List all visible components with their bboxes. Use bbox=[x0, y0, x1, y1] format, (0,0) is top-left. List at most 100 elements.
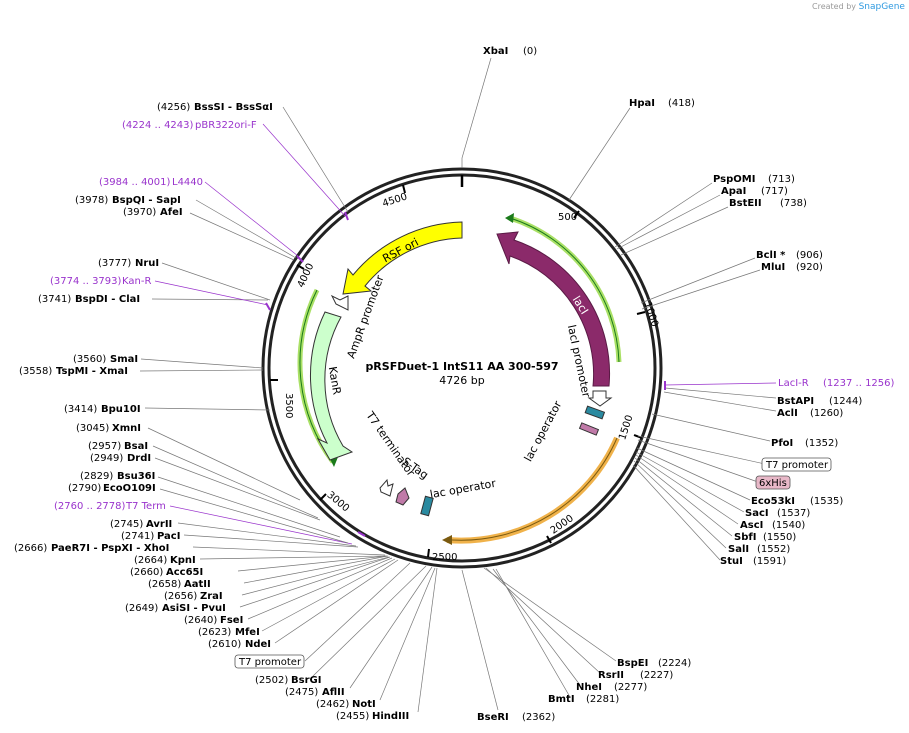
site-ecoo109i-pos: (2790) bbox=[68, 483, 101, 494]
site-xbai: XbaI bbox=[483, 46, 508, 57]
tick-label-1500: 1500 bbox=[617, 414, 635, 442]
site-bsrgi: BsrGI bbox=[291, 675, 321, 686]
site-afei-pos: (3970) bbox=[123, 207, 156, 218]
plasmid-length: 4726 bp bbox=[439, 374, 484, 387]
site-hindiii-pos: (2455) bbox=[336, 711, 369, 722]
site-kpni-pos: (2664) bbox=[134, 555, 167, 566]
site-fsei-pos: (2640) bbox=[184, 615, 217, 626]
site-apai-pos: (717) bbox=[761, 186, 788, 197]
site-smai-pos: (3560) bbox=[73, 354, 106, 365]
site-bspqi-sapi: BspQI - SapI bbox=[112, 195, 181, 206]
site-paer7i-pspxi-xhoi: PaeR7I - PspXI - XhoI bbox=[51, 543, 169, 554]
site-ndei-pos: (2610) bbox=[208, 639, 241, 650]
site-acc65i: Acc65I bbox=[166, 567, 203, 578]
site-bspei-pos: (2224) bbox=[658, 658, 691, 669]
site-asci: AscI bbox=[740, 520, 763, 531]
site-bsssi: BssSI - BssSαI bbox=[194, 102, 273, 113]
site-drdi: DrdI bbox=[127, 453, 151, 464]
site-zrai: ZraI bbox=[200, 591, 223, 602]
site-mfei-pos: (2623) bbox=[198, 627, 231, 638]
snapgene-logo: SnapGene bbox=[858, 2, 905, 12]
site-apai: ApaI bbox=[721, 186, 746, 197]
site-bpu10i: Bpu10I bbox=[101, 404, 141, 415]
primer-l4440-pos: (3984 .. 4001) bbox=[99, 177, 171, 188]
site-asisi-pvui: AsiSI - PvuI bbox=[162, 603, 226, 614]
left-site-labels: HindIII (2455) NotI (2462) AflII (2475) … bbox=[14, 102, 409, 722]
tick-label-3500: 3500 bbox=[283, 393, 294, 418]
site-fsei: FseI bbox=[220, 615, 243, 626]
site-bmti: BmtI bbox=[548, 694, 575, 705]
primer-kan-r-pos: (3774 .. 3793) bbox=[50, 276, 122, 287]
t7-terminator-arrow bbox=[379, 478, 394, 497]
lac-operator-left bbox=[420, 495, 434, 517]
site-paci: PacI bbox=[157, 531, 180, 542]
site-bspei: BspEI bbox=[617, 658, 648, 669]
site-bspdi-pos: (3741) bbox=[38, 294, 71, 305]
site-nrui-pos: (3777) bbox=[98, 258, 131, 269]
site-bpu10i-pos: (3414) bbox=[64, 404, 97, 415]
primer-t7-term-pos: (2760 .. 2778) bbox=[54, 501, 126, 512]
site-bcli: BclI * bbox=[756, 250, 786, 261]
site-sali: SalI bbox=[728, 544, 749, 555]
features: lacI lacI promoter lac operator RSF ori … bbox=[297, 213, 622, 545]
site-bsai-pos: (2957) bbox=[88, 441, 121, 452]
left-connectors bbox=[139, 106, 438, 713]
site-rsrii-pos: (2227) bbox=[640, 670, 673, 681]
primer-markers bbox=[265, 211, 666, 537]
primer-laci-r: LacI-R bbox=[778, 378, 809, 389]
site-aflii-pos: (2475) bbox=[285, 687, 318, 698]
site-kpni: KpnI bbox=[170, 555, 196, 566]
site-bstapi: BstAPI bbox=[777, 396, 814, 407]
site-smai: SmaI bbox=[110, 354, 138, 365]
site-bsu36i: Bsu36I bbox=[117, 471, 155, 482]
site-xmni: XmnI bbox=[112, 423, 141, 434]
site-bcli-pos: (906) bbox=[796, 250, 823, 261]
primer-kan-r: Kan-R bbox=[122, 276, 151, 287]
lac-operator-left-label: lac operator bbox=[429, 477, 497, 501]
site-eco53ki: Eco53kI bbox=[751, 496, 795, 507]
primer-pbr322ori-f: pBR322ori-F bbox=[195, 120, 257, 131]
feature-t7-promoter-right: T7 promoter bbox=[765, 460, 829, 471]
site-tspmi-xmai: TspMI - XmaI bbox=[56, 366, 128, 377]
site-mfei: MfeI bbox=[235, 627, 260, 638]
site-bseri-pos: (2362) bbox=[522, 712, 555, 723]
ampr-promoter-arrow bbox=[330, 294, 349, 311]
site-hpai: HpaI bbox=[629, 98, 655, 109]
site-bstapi-pos: (1244) bbox=[829, 396, 862, 407]
site-asisi-pvui-pos: (2649) bbox=[125, 603, 158, 614]
site-noti-pos: (2462) bbox=[316, 699, 349, 710]
site-paci-pos: (2741) bbox=[121, 531, 154, 542]
site-ecoo109i: EcoO109I bbox=[103, 483, 156, 494]
kanr-label: KanR bbox=[326, 366, 344, 397]
site-sbfi-pos: (1550) bbox=[763, 532, 796, 543]
site-tspmi-pos: (3558) bbox=[19, 366, 52, 377]
site-noti: NotI bbox=[352, 699, 376, 710]
site-nhei-pos: (2277) bbox=[614, 682, 647, 693]
lac-operator-right bbox=[584, 405, 606, 420]
site-asci-pos: (1540) bbox=[772, 520, 805, 531]
orange-orf-arrowhead bbox=[442, 535, 452, 545]
site-avrii-pos: (2745) bbox=[110, 519, 143, 530]
kanr-arrow bbox=[309, 311, 354, 461]
site-aflii: AflII bbox=[322, 687, 345, 698]
site-xbai-pos: (0) bbox=[523, 46, 537, 57]
site-saci: SacI bbox=[745, 508, 769, 519]
site-bsrgi-pos: (2502) bbox=[255, 675, 288, 686]
site-bsai: BsaI bbox=[124, 441, 148, 452]
site-pfoi: PfoI bbox=[771, 438, 793, 449]
tick-label-3000: 3000 bbox=[325, 490, 352, 515]
site-paer7i-pos: (2666) bbox=[14, 543, 47, 554]
lacI-promoter-arrow bbox=[587, 390, 613, 407]
site-nrui: NruI bbox=[135, 258, 159, 269]
site-xmni-pos: (3045) bbox=[76, 423, 109, 434]
site-sali-pos: (1552) bbox=[757, 544, 790, 555]
feature-6xhis: 6xHis bbox=[759, 478, 787, 489]
site-mlui-pos: (920) bbox=[796, 262, 823, 273]
site-hindiii: HindIII bbox=[372, 711, 409, 722]
site-saci-pos: (1537) bbox=[777, 508, 810, 519]
site-bsu36i-pos: (2829) bbox=[80, 471, 113, 482]
site-bsteii-pos: (738) bbox=[780, 198, 807, 209]
site-sbfi: SbfI bbox=[734, 532, 756, 543]
site-psppomi: PspOMI bbox=[713, 174, 755, 185]
site-acli: AclI bbox=[777, 408, 798, 419]
